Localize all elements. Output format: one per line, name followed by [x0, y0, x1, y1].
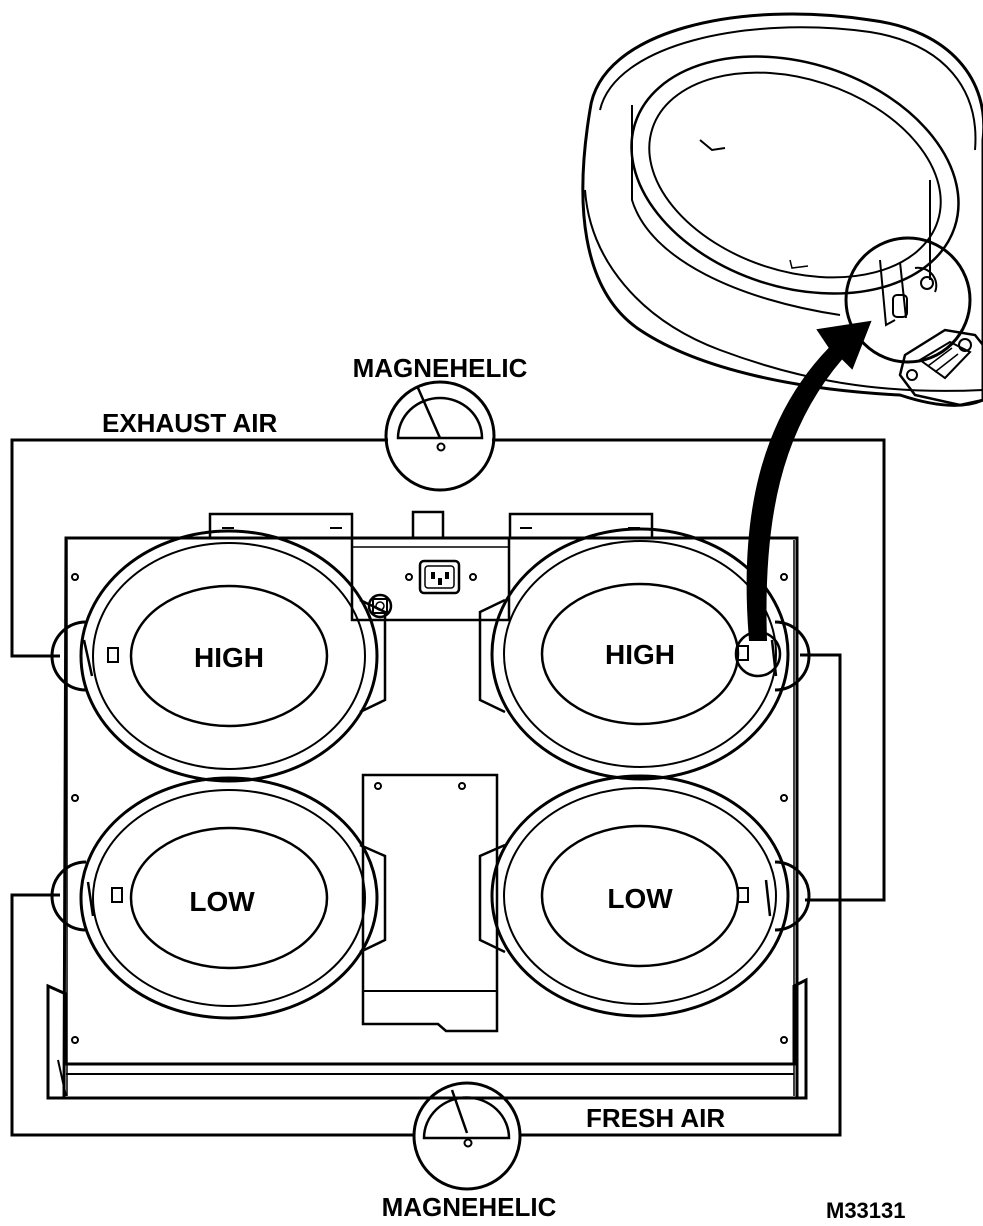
- port-bottom-right-label: LOW: [607, 883, 673, 914]
- port-bottom-right: [478, 774, 811, 1018]
- port-bottom-left-label: LOW: [189, 886, 255, 917]
- figure-id-label: M33131: [826, 1198, 906, 1223]
- exhaust-air-label: EXHAUST AIR: [102, 408, 277, 438]
- port-detail-inset: [581, 12, 983, 407]
- magnehelic-bottom-label: MAGNEHELIC: [382, 1192, 557, 1222]
- detail-arrow: [746, 320, 872, 641]
- port-top-right-label: HIGH: [605, 639, 675, 670]
- exhaust-air-tubing: [10, 438, 886, 902]
- fresh-air-label: FRESH AIR: [586, 1103, 725, 1133]
- port-top-right: [478, 527, 811, 781]
- port-top-left-label: HIGH: [194, 642, 264, 673]
- magnehelic-top-label: MAGNEHELIC: [353, 353, 528, 383]
- port-bottom-left: [50, 776, 387, 1020]
- fresh-air-tubing: [10, 653, 842, 1137]
- port-top-left: [50, 529, 387, 783]
- magnehelic-gauge-top: [384, 380, 496, 492]
